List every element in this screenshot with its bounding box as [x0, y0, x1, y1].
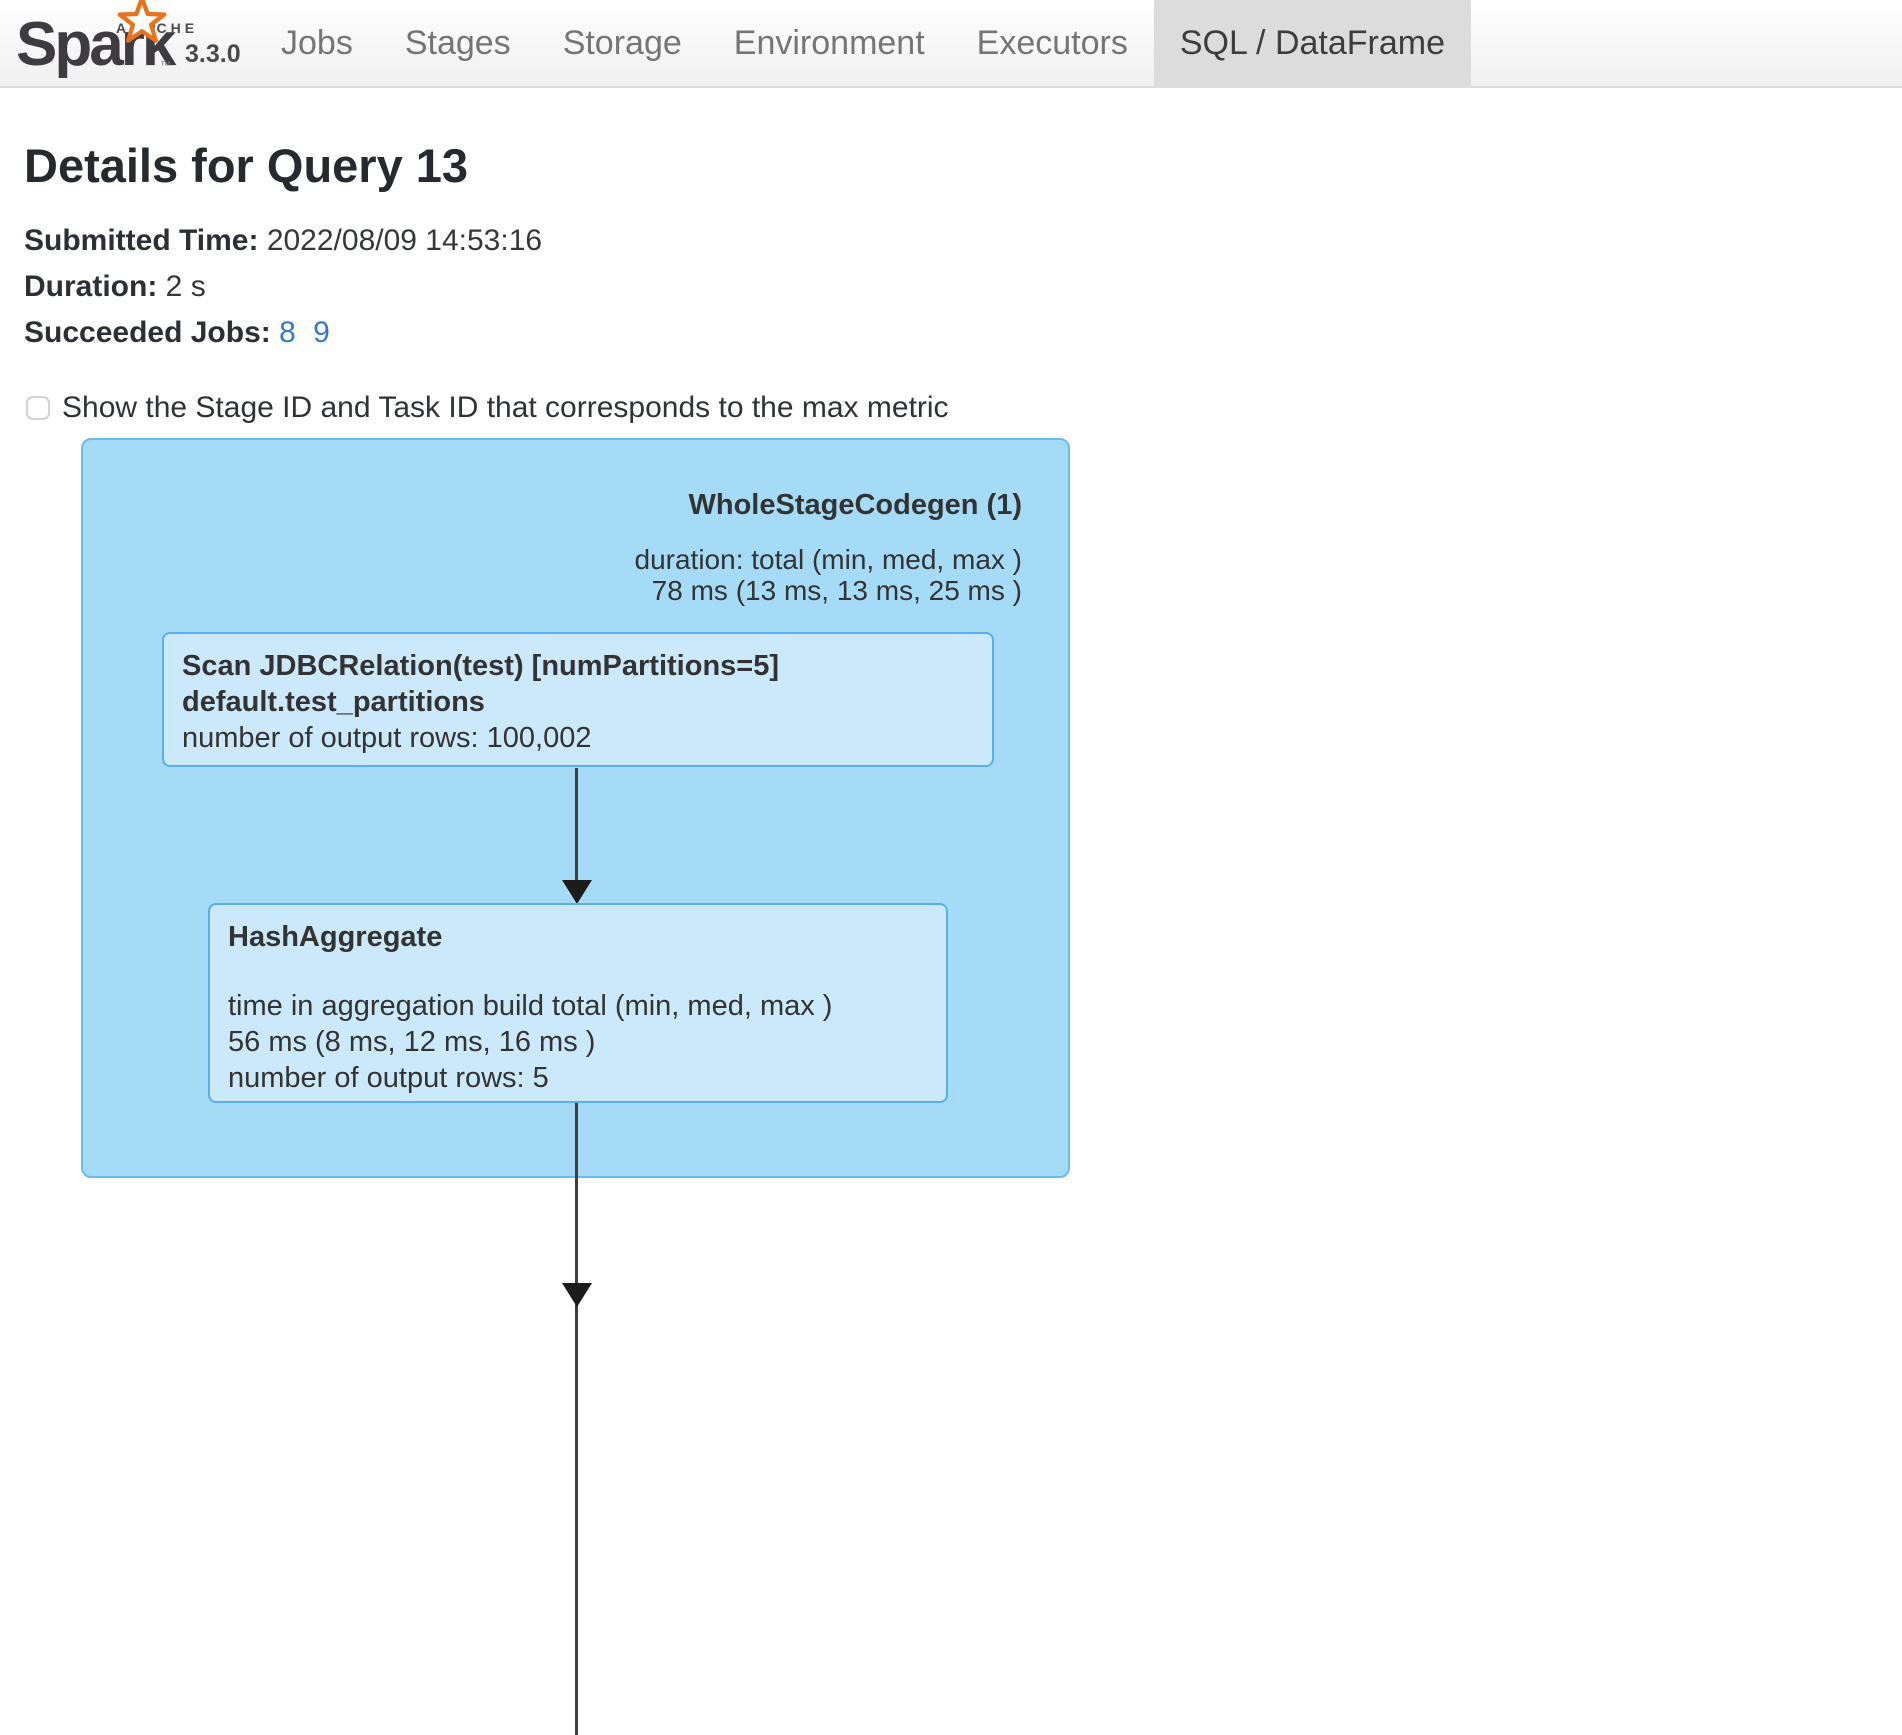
cluster-title: WholeStageCodegen (1)	[688, 489, 1022, 521]
node-metric: number of output rows: 100,002	[182, 722, 592, 754]
submitted-time-label: Submitted Time:	[24, 224, 259, 257]
cluster-metrics: duration: total (min, med, max ) 78 ms (…	[635, 544, 1022, 606]
submitted-time-row: Submitted Time: 2022/08/09 14:53:16	[24, 225, 1902, 257]
top-navbar: Spark APACHE ™ 3.3.0 Jobs Stages Storage…	[0, 0, 1902, 88]
nav-tab-environment[interactable]: Environment	[733, 23, 925, 62]
max-metric-checkbox-label: Show the Stage ID and Task ID that corre…	[62, 391, 949, 424]
job-link-8[interactable]: 8	[279, 316, 296, 349]
node-metric: time in aggregation build total (min, me…	[228, 990, 833, 1022]
spark-logo: Spark APACHE ™ 3.3.0	[0, 0, 241, 86]
dag-edge-scan-to-hash-line	[575, 768, 578, 882]
succeeded-jobs-row: Succeeded Jobs: 8 9	[24, 317, 1902, 349]
page-title: Details for Query 13	[24, 139, 469, 192]
spark-version: 3.3.0	[185, 40, 241, 68]
dag-edge-scan-to-hash-arrowhead	[562, 880, 592, 904]
spark-star-icon	[116, 0, 168, 51]
nav-tab-jobs[interactable]: Jobs	[281, 23, 353, 62]
cluster-label: WholeStageCodegen (1) duration: total (m…	[635, 488, 1022, 606]
node-title: HashAggregate	[228, 921, 443, 953]
query-plan-dag: WholeStageCodegen (1) duration: total (m…	[24, 425, 1902, 1735]
max-metric-option-row: Show the Stage ID and Task ID that corre…	[24, 391, 1902, 425]
node-metric: number of output rows: 5	[228, 1062, 549, 1094]
duration-label: Duration:	[24, 270, 158, 303]
nav-tab-stages[interactable]: Stages	[404, 23, 511, 62]
cluster-metric-line: duration: total (min, med, max )	[634, 544, 1022, 575]
query-meta: Submitted Time: 2022/08/09 14:53:16 Dura…	[24, 225, 1902, 349]
nav-tabs: Jobs Stages Storage Environment Executor…	[255, 0, 1472, 86]
duration-row: Duration: 2 s	[24, 271, 1902, 303]
duration-value: 2 s	[165, 270, 206, 303]
node-metric: 56 ms (8 ms, 12 ms, 16 ms )	[228, 1026, 596, 1058]
nav-tab-sql-dataframe[interactable]: SQL / DataFrame	[1153, 0, 1472, 86]
page-content: Details for Query 13 Submitted Time: 202…	[0, 138, 1902, 1735]
node-metrics: time in aggregation build total (min, me…	[228, 988, 928, 1096]
nav-tab-executors[interactable]: Executors	[976, 23, 1128, 62]
hashaggregate-node: HashAggregate time in aggregation build …	[208, 903, 948, 1103]
job-link-9[interactable]: 9	[313, 316, 330, 349]
succeeded-jobs-label: Succeeded Jobs:	[24, 316, 271, 349]
nav-tab-storage[interactable]: Storage	[562, 23, 682, 62]
dag-edge-hash-out-arrowhead	[562, 1283, 592, 1307]
submitted-time-value: 2022/08/09 14:53:16	[266, 224, 543, 257]
dag-edge-hash-out-line	[575, 1103, 578, 1735]
cluster-metric-line: 78 ms (13 ms, 13 ms, 25 ms )	[651, 575, 1022, 606]
node-title: Scan JDBCRelation(test) [numPartitions=5…	[182, 650, 780, 718]
max-metric-checkbox[interactable]	[26, 396, 50, 420]
scan-jdbcrelation-node: Scan JDBCRelation(test) [numPartitions=5…	[162, 632, 994, 767]
trademark-symbol: ™	[160, 60, 171, 72]
